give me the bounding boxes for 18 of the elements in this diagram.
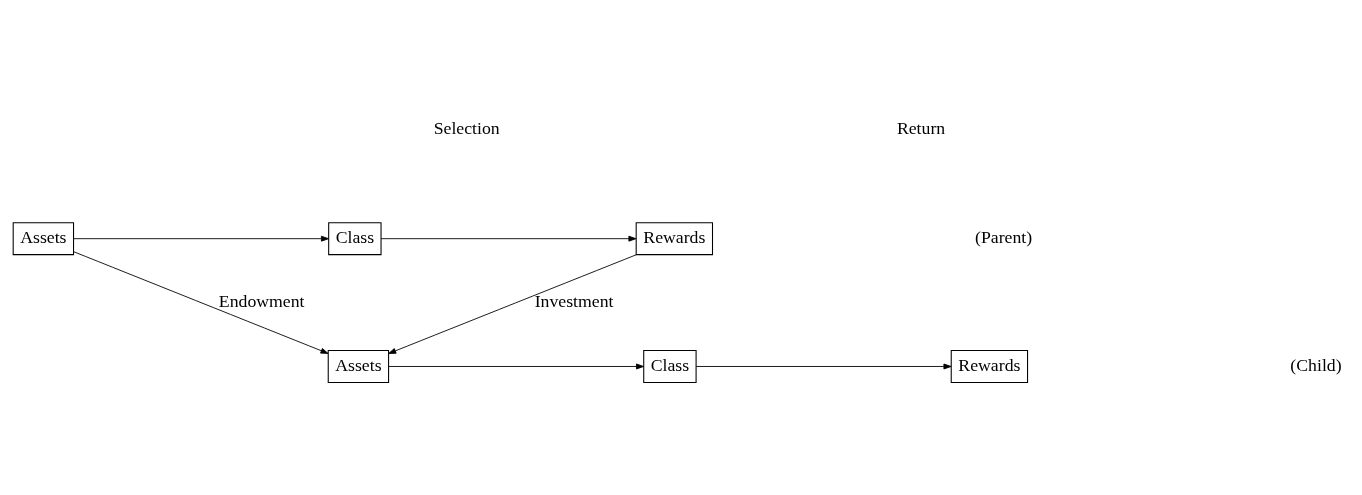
node-box: Assets [12, 221, 75, 255]
label: (Child) [1290, 354, 1342, 375]
node-box: Class [643, 349, 697, 383]
node-box: Assets [327, 349, 390, 383]
edge-label: Investment [534, 290, 614, 311]
arrow [695, 363, 952, 369]
label: Selection [433, 117, 500, 138]
node-box: Class [328, 221, 382, 255]
node-box: Rewards [950, 349, 1029, 383]
label: (Parent) [975, 226, 1033, 247]
arrow [380, 235, 637, 242]
arrow [73, 235, 329, 242]
arrow [388, 253, 637, 354]
edge-label: Endowment [218, 290, 305, 311]
label: Return [896, 117, 946, 138]
arrow [388, 363, 644, 369]
arrow [73, 250, 329, 354]
node-box: Rewards [635, 221, 714, 255]
